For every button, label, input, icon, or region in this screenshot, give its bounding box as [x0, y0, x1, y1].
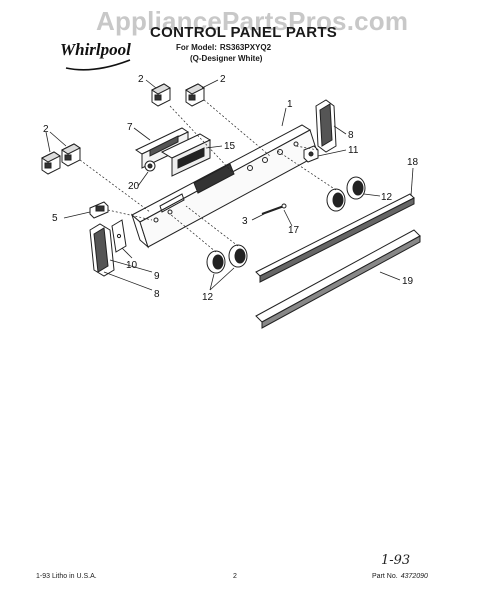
logo-swoosh-icon	[65, 59, 131, 71]
handwritten-date: 1-93	[381, 553, 411, 568]
burner-knob-part	[228, 244, 248, 268]
end-bracket-part	[315, 99, 337, 153]
clock-module-part	[160, 133, 212, 177]
callout-17: 17	[288, 225, 300, 236]
clock-lens-part	[134, 127, 190, 169]
callout-15: 15	[224, 141, 236, 152]
callout-8: 8	[154, 289, 160, 300]
callout-20: 20	[128, 181, 140, 192]
selector-knob-part	[185, 83, 205, 107]
burner-knob-part	[346, 176, 366, 200]
part-number: 4372090	[400, 573, 428, 580]
callout-2: 2	[138, 74, 144, 85]
burner-knob-part	[326, 188, 346, 212]
leader-lines	[45, 79, 414, 291]
footer-litho: 1-93 Litho in U.S.A.	[36, 573, 97, 580]
selector-knob-part	[61, 143, 81, 167]
callout-8: 8	[348, 130, 354, 141]
model-line: For Model:RS363PXYQ2	[176, 43, 271, 52]
page-title: CONTROL PANEL PARTS	[150, 24, 338, 41]
page-number: 2	[233, 573, 237, 580]
callout-12: 12	[202, 292, 214, 303]
burner-knob-part	[206, 250, 226, 274]
callout-7: 7	[127, 122, 133, 133]
spacer-rod-part	[261, 203, 287, 215]
part-label: Part No.	[372, 573, 398, 580]
callout-12: 12	[381, 192, 393, 203]
callout-9: 9	[154, 271, 160, 282]
watermark: AppliancePartsPros.com	[96, 6, 409, 36]
timer-knob-part	[144, 160, 156, 172]
model-number: RS363PXYQ2	[219, 43, 272, 52]
callout-2: 2	[220, 74, 226, 85]
callout-labels: 2 2 1 2 7 15 8 11 20 18 12 5 3 17 10 9 8…	[43, 74, 419, 303]
selector-knob-part	[151, 83, 171, 107]
color-note: (Q-Designer White)	[190, 54, 263, 63]
brand-logo: Whirlpool	[60, 40, 131, 59]
callout-11: 11	[348, 145, 359, 156]
callout-10: 10	[126, 260, 138, 271]
footer-part-number: Part No.4372090	[372, 573, 428, 580]
selector-knob-part	[41, 151, 61, 175]
lower-trim-strip-part	[255, 229, 421, 329]
end-cap-part	[89, 223, 115, 277]
callout-3: 3	[242, 216, 248, 227]
switch-part	[303, 145, 319, 163]
callout-18: 18	[407, 157, 419, 168]
mounting-bracket-part	[111, 219, 127, 253]
upper-trim-strip-part	[255, 193, 415, 283]
model-label: For Model:	[176, 43, 217, 52]
callout-2: 2	[43, 124, 49, 135]
callout-1: 1	[287, 99, 293, 110]
callout-5: 5	[52, 213, 58, 224]
alignment-lines	[79, 99, 337, 253]
indicator-light-part	[89, 201, 109, 219]
callout-19: 19	[402, 276, 414, 287]
